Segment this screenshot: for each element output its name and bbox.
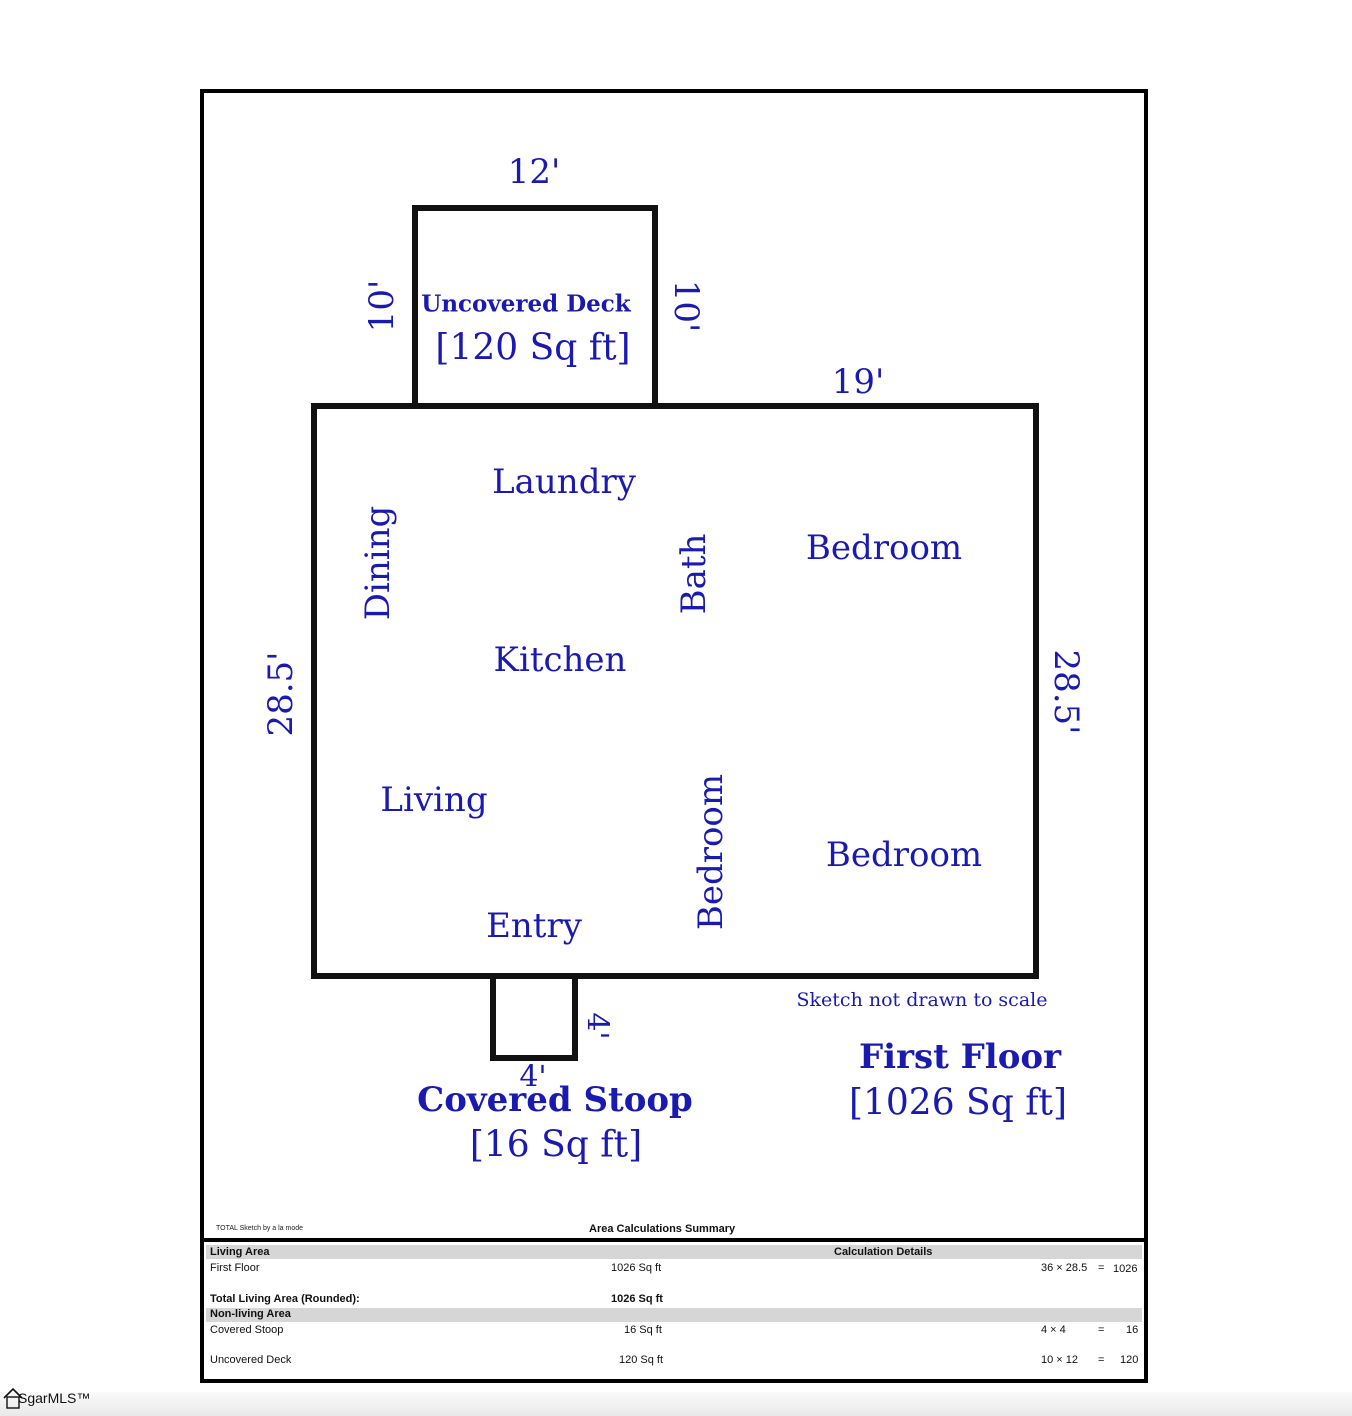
stoop-bottom-dimension: 4' xyxy=(519,1059,547,1095)
row-result: 120 xyxy=(1120,1354,1139,1366)
sketch-frame xyxy=(200,89,1148,1383)
stoop-right-dimension: 4' xyxy=(579,1012,615,1040)
main-top-dimension: 19' xyxy=(831,362,885,402)
room-bedroom-lower-right: Bedroom xyxy=(825,835,983,875)
row-eq: = xyxy=(1098,1262,1105,1274)
room-bedroom-center: Bedroom xyxy=(691,773,731,931)
deck-name: Uncovered Deck xyxy=(421,290,631,318)
row-calc: 4 × 4 xyxy=(1041,1324,1066,1336)
deck-left-dimension: 10' xyxy=(362,279,402,333)
room-living: Living xyxy=(380,780,488,820)
main-left-dimension: 28.5' xyxy=(261,651,301,737)
total-living-label: Total Living Area (Rounded): xyxy=(210,1293,360,1305)
row-area: 120 Sq ft xyxy=(619,1354,664,1366)
room-kitchen: Kitchen xyxy=(493,640,627,680)
room-bath: Bath xyxy=(674,533,714,615)
row-eq: = xyxy=(1098,1324,1105,1336)
room-dining: Dining xyxy=(358,505,398,621)
living-area-header: Living Area xyxy=(210,1246,270,1258)
nonliving-area-header: Non-living Area xyxy=(210,1308,291,1320)
deck-right-dimension: 10' xyxy=(666,279,706,333)
row-result: 16 xyxy=(1126,1324,1139,1336)
summary-divider xyxy=(204,1238,1144,1242)
mls-logo: SgarMLS™ xyxy=(2,1386,90,1410)
stoop-outline xyxy=(490,973,578,1061)
room-entry: Entry xyxy=(486,906,582,946)
deck-top-dimension: 12' xyxy=(507,152,561,192)
row-name: First Floor xyxy=(210,1262,260,1274)
total-living-value: 1026 Sq ft xyxy=(611,1293,663,1305)
row-name: Covered Stoop xyxy=(210,1324,284,1336)
main-right-dimension: 28.5' xyxy=(1046,649,1086,735)
row-area: 1026 Sq ft xyxy=(611,1262,662,1274)
first-floor-name: First Floor xyxy=(859,1037,1061,1077)
deck-area: [120 Sq ft] xyxy=(435,327,631,369)
summary-title: Area Calculations Summary xyxy=(589,1223,736,1235)
row-calc: 36 × 28.5 xyxy=(1041,1262,1088,1274)
first-floor-area: [1026 Sq ft] xyxy=(848,1082,1068,1124)
nonliving-area-band xyxy=(206,1308,1142,1322)
row-eq: = xyxy=(1098,1354,1105,1366)
house-icon xyxy=(3,1387,23,1409)
living-area-band xyxy=(206,1245,1142,1259)
scale-note: Sketch not drawn to scale xyxy=(796,989,1048,1011)
row-result: 1026 xyxy=(1113,1263,1138,1275)
stoop-name: Covered Stoop xyxy=(417,1080,693,1120)
room-bedroom-upper-right: Bedroom xyxy=(805,528,963,568)
footer-bar xyxy=(0,1392,1352,1416)
row-area: 16 Sq ft xyxy=(624,1324,662,1336)
row-calc: 10 × 12 xyxy=(1041,1354,1079,1366)
stoop-area: [16 Sq ft] xyxy=(469,1124,643,1166)
main-floor-outline xyxy=(311,403,1039,979)
mls-brand: SgarMLS™ xyxy=(18,1390,91,1406)
calc-details-header: Calculation Details xyxy=(834,1246,933,1258)
room-laundry: Laundry xyxy=(492,462,636,502)
sketch-credit: TOTAL Sketch by a la mode xyxy=(216,1225,304,1232)
row-name: Uncovered Deck xyxy=(210,1354,292,1366)
